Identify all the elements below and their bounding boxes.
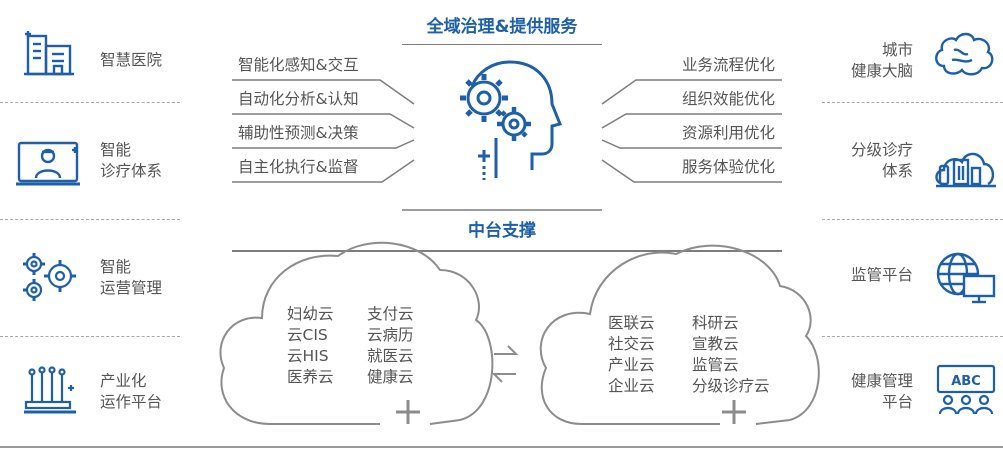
globe-monitor-icon — [936, 252, 996, 304]
right-module-label: 分级诊疗 体系 — [850, 141, 913, 180]
cloud-service: 分级诊疗云 — [692, 377, 770, 395]
right-separator — [822, 336, 1003, 337]
cloud-service: 社交云 — [608, 335, 655, 353]
right-capability: 业务流程优化 — [681, 56, 775, 74]
gears-icon — [23, 253, 76, 301]
exchange-arrows-icon — [491, 345, 519, 383]
cloud-service: 健康云 — [367, 368, 414, 386]
cloud-service: 宣教云 — [692, 335, 739, 353]
right-module-label: 城市 健康大脑 — [850, 41, 913, 80]
cloud-service: 支付云 — [367, 305, 414, 323]
right-capability: 资源利用优化 — [681, 124, 775, 142]
left-capability: 辅助性预测&决策 — [238, 124, 359, 142]
left-capability: 智能化感知&交互 — [238, 56, 359, 74]
left-module-label: 产业化 运作平台 — [100, 372, 163, 411]
circuit-platform-icon — [24, 366, 76, 414]
left-cloud-outline — [219, 241, 494, 425]
cloud-service: 医联云 — [608, 314, 655, 332]
right-module-label: 健康管理 平台 — [850, 372, 913, 411]
cloud-service: 云CIS — [287, 326, 328, 344]
right-capability: 组织效能优化 — [681, 90, 775, 108]
right-separator — [822, 219, 1003, 220]
left-separator — [0, 336, 180, 337]
cloud-service: 云HIS — [287, 347, 329, 365]
brain-icon — [935, 32, 994, 76]
ai-head-gears-icon — [460, 60, 563, 180]
doctor-monitor-icon — [16, 141, 80, 186]
right-separator — [822, 102, 1003, 103]
bottom-rule — [0, 446, 1003, 448]
middle-title: 中台支撑 — [468, 221, 536, 241]
left-separator — [0, 102, 180, 103]
hospital-building-icon — [24, 31, 74, 76]
svg-text:ABC: ABC — [951, 374, 981, 389]
left-module-label: 智能 运营管理 — [100, 258, 163, 297]
cloud-service: 企业云 — [608, 377, 655, 395]
cloud-service: 就医云 — [367, 347, 414, 365]
left-capability: 自主化执行&监督 — [238, 158, 359, 176]
cloud-buildings-icon — [935, 152, 996, 188]
left-module-label: 智能 诊疗体系 — [100, 141, 163, 180]
left-capability: 自动化分析&认知 — [238, 90, 359, 108]
top-title-rule — [402, 44, 602, 45]
cloud-service: 产业云 — [608, 356, 655, 374]
cloud-service: 监管云 — [692, 356, 739, 374]
right-cloud-outline — [539, 244, 820, 425]
cloud-service: 医养云 — [287, 368, 334, 386]
middle-title-rule — [232, 250, 782, 252]
right-module-label: 监管平台 — [850, 266, 913, 284]
left-module-label: 智慧医院 — [100, 51, 163, 69]
cloud-service: 科研云 — [692, 314, 739, 332]
left-separator — [0, 219, 180, 220]
cloud-service: 妇幼云 — [287, 305, 334, 323]
right-capability: 服务体验优化 — [681, 158, 775, 176]
cloud-service: 云病历 — [367, 326, 414, 344]
top-title: 全域治理&提供服务 — [426, 17, 578, 37]
abc-board-people-icon: ABC — [936, 364, 996, 415]
